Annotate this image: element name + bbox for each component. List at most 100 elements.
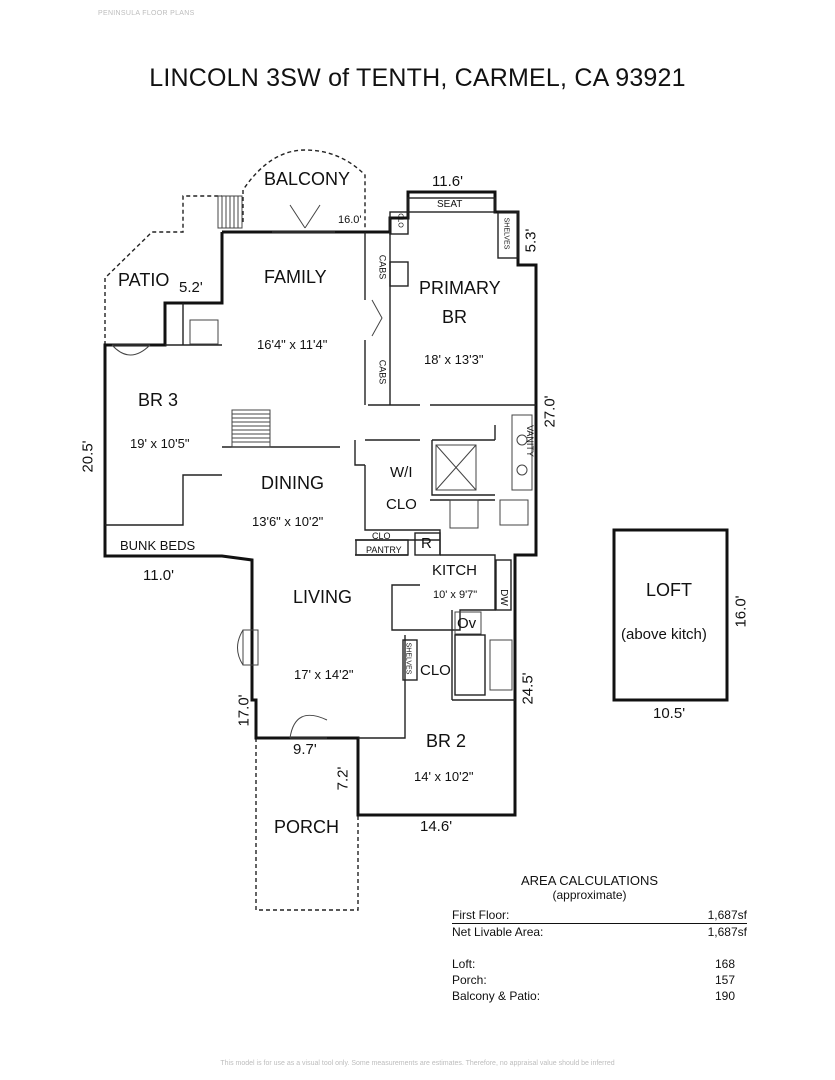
patio-stairs: [217, 195, 243, 229]
sink-1: [516, 434, 528, 446]
sink-2: [516, 464, 528, 476]
pantry-label: PANTRY: [366, 545, 402, 555]
dim-br3-bottom: 11.0': [143, 567, 174, 584]
page-title: LINCOLN 3SW of TENTH, CARMEL, CA 93921: [149, 64, 686, 92]
porch-outline: [255, 738, 359, 911]
dim-porch-side: 7.2': [334, 766, 352, 791]
br2-size: 14' x 10'2": [414, 769, 474, 784]
vanity-label: VANITY: [524, 425, 535, 457]
br2-label: BR 2: [426, 731, 467, 751]
toilet-primary: [499, 499, 529, 526]
area-row-label: Net Livable Area:: [452, 925, 544, 939]
vanity-counter: [511, 414, 533, 491]
dim-left-side: 20.5': [79, 440, 97, 473]
br3-label: BR 3: [138, 390, 179, 410]
area-row: Balcony & Patio: 190: [452, 988, 747, 1004]
balcony-door: [272, 204, 335, 233]
cabs-top-label: CABS: [377, 254, 388, 280]
dim-living-left: 17.0': [235, 694, 253, 727]
living-door: [237, 629, 259, 666]
dim-loft-bottom: 10.5': [653, 705, 686, 722]
shelves-label: SHELVES: [404, 642, 412, 675]
bunk-beds-label: BUNK BEDS: [120, 538, 196, 553]
porch-label: PORCH: [274, 817, 340, 837]
fridge-label: R: [421, 535, 432, 552]
fridge: [414, 532, 441, 556]
dw-label: DW: [497, 589, 509, 606]
br2-toilet: [489, 639, 513, 691]
patio-label: PATIO: [118, 270, 170, 290]
cabs-bottom-label: CABS: [377, 359, 388, 385]
primary-clo-label: CLO: [396, 213, 404, 228]
primary-size: 18' x 13'3": [424, 352, 484, 367]
wi-label: W/I: [390, 464, 413, 481]
br3-size: 19' x 10'5": [130, 436, 190, 451]
area-row-label: First Floor:: [452, 908, 510, 922]
kitchen-label: KITCH: [432, 562, 477, 579]
patio-outline: [104, 195, 222, 345]
br3-bath: [189, 319, 219, 345]
shower: [435, 444, 477, 491]
dim-porch-top: 9.7': [293, 741, 317, 758]
shelves-box: [402, 639, 418, 681]
dining-size: 13'6" x 10'2": [252, 514, 324, 529]
loft-note: (above kitch): [621, 626, 707, 643]
dining-label: DINING: [261, 473, 324, 493]
area-row-value: 1,687sf: [707, 925, 747, 939]
balcony-outline: [242, 149, 366, 230]
balcony-label: BALCONY: [264, 169, 351, 189]
primary-shelves: [497, 211, 519, 259]
family-label: FAMILY: [264, 267, 327, 287]
loft-outline: [612, 528, 729, 702]
dim-balcony-width: 16.0': [338, 214, 362, 226]
dim-right-side: 27.0': [541, 395, 559, 428]
dim-primary-side: 5.3': [522, 228, 540, 253]
area-row: Net Livable Area: 1,687sf: [452, 924, 747, 940]
family-door-swings: [371, 299, 383, 337]
area-row-label: Balcony & Patio:: [452, 989, 541, 1003]
living-label: LIVING: [293, 587, 353, 607]
kitchen-size: 10' x 9'7": [433, 589, 478, 601]
dw-counter: [495, 559, 512, 611]
area-row-value: 1,687sf: [707, 908, 747, 922]
oven-label: Ov: [457, 615, 477, 632]
area-row-value: 190: [714, 989, 735, 1003]
area-row: First Floor: 1,687sf: [452, 907, 747, 924]
brand-watermark: PENINSULA FLOOR PLANS: [98, 10, 195, 17]
area-row-label: Porch:: [452, 973, 487, 987]
living-size: 17' x 14'2": [294, 667, 354, 682]
dim-kitchen-right: 24.5': [519, 672, 537, 705]
pantry-box: [355, 539, 409, 556]
br2-tub: [454, 634, 486, 696]
dim-br2-bottom: 14.6': [420, 818, 453, 835]
bath-tub: [449, 499, 479, 529]
dim-primary-top: 11.6': [432, 173, 463, 190]
area-row-label: Loft:: [452, 957, 476, 971]
wi-clo-label: CLO: [386, 496, 417, 513]
br3-door: [111, 344, 151, 356]
seat-label: SEAT: [437, 199, 463, 210]
area-calculations: AREA CALCULATIONS (approximate) First Fl…: [452, 873, 747, 1004]
primary-label-1: PRIMARY: [419, 278, 501, 298]
dim-loft-side: 16.0': [732, 595, 750, 628]
primary-shelves-label: SHELVES: [502, 217, 510, 250]
br2-clo-label: CLO: [420, 662, 451, 679]
area-row: Loft: 168: [452, 956, 747, 972]
window-seat: [407, 197, 496, 213]
area-row-value: 168: [714, 957, 735, 971]
clo-small-label: CLO: [372, 531, 391, 541]
disclaimer: This model is for use as a visual tool o…: [220, 1060, 615, 1067]
primary-cabinet-mid: [389, 261, 409, 287]
porch-door: [289, 715, 328, 739]
oven: [454, 611, 482, 635]
area-heading: AREA CALCULATIONS: [520, 873, 659, 888]
primary-cabinet-top: [389, 211, 409, 235]
area-subheading: (approximate): [552, 888, 627, 902]
stairs: [231, 409, 271, 448]
loft-label: LOFT: [646, 580, 693, 600]
primary-label-2: BR: [442, 307, 468, 327]
area-row-value: 157: [714, 973, 735, 987]
family-size: 16'4" x 11'4": [257, 337, 328, 352]
dim-patio-side: 5.2': [179, 279, 203, 296]
